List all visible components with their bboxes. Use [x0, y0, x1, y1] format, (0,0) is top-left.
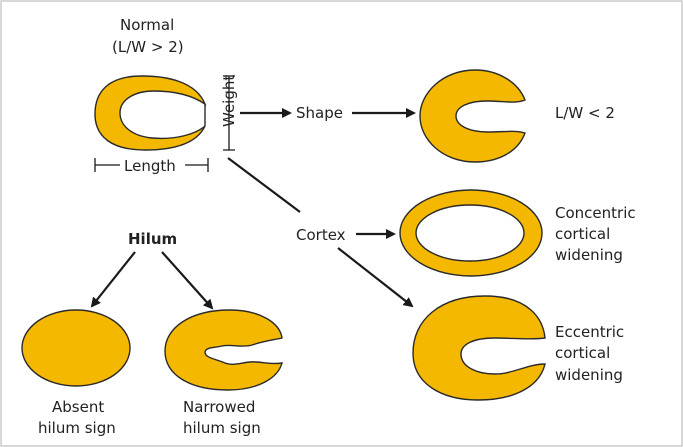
- narrowed-hilum-node-shape: [165, 310, 282, 390]
- absent-label-1: Absent: [52, 398, 104, 416]
- normal-label: Normal: [120, 16, 174, 34]
- weight-label: Weight: [220, 75, 238, 127]
- concentric-label-3: widening: [555, 246, 623, 264]
- eccentric-label-2: cortical: [555, 344, 610, 362]
- round-node-shape: [420, 70, 525, 162]
- concentric-label-1: Concentric: [555, 204, 636, 222]
- lw-less-label: L/W < 2: [555, 104, 615, 122]
- normal-node-shape: [95, 76, 205, 150]
- node-to-cortex-line: [228, 158, 300, 212]
- normal-ratio-label: (L/W > 2): [112, 38, 184, 56]
- narrowed-label-1: Narrowed: [183, 398, 255, 416]
- cortex-label: Cortex: [296, 226, 346, 244]
- eccentric-label-1: Eccentric: [555, 323, 624, 341]
- eccentric-label-3: widening: [555, 366, 623, 384]
- narrowed-label-2: hilum sign: [183, 419, 261, 437]
- absent-label-2: hilum sign: [38, 419, 116, 437]
- cortex-to-eccentric-arrow: [338, 248, 412, 306]
- hilum-label: Hilum: [128, 230, 177, 248]
- length-label: Length: [124, 157, 176, 175]
- hilum-to-narrowed-arrow: [162, 252, 212, 308]
- hilum-to-absent-arrow: [92, 252, 135, 306]
- concentric-label-2: cortical: [555, 225, 610, 243]
- eccentric-node-shape: [413, 296, 545, 400]
- shape-label: Shape: [296, 104, 343, 122]
- concentric-node-shape: [400, 190, 542, 276]
- absent-hilum-node-shape: [22, 310, 130, 386]
